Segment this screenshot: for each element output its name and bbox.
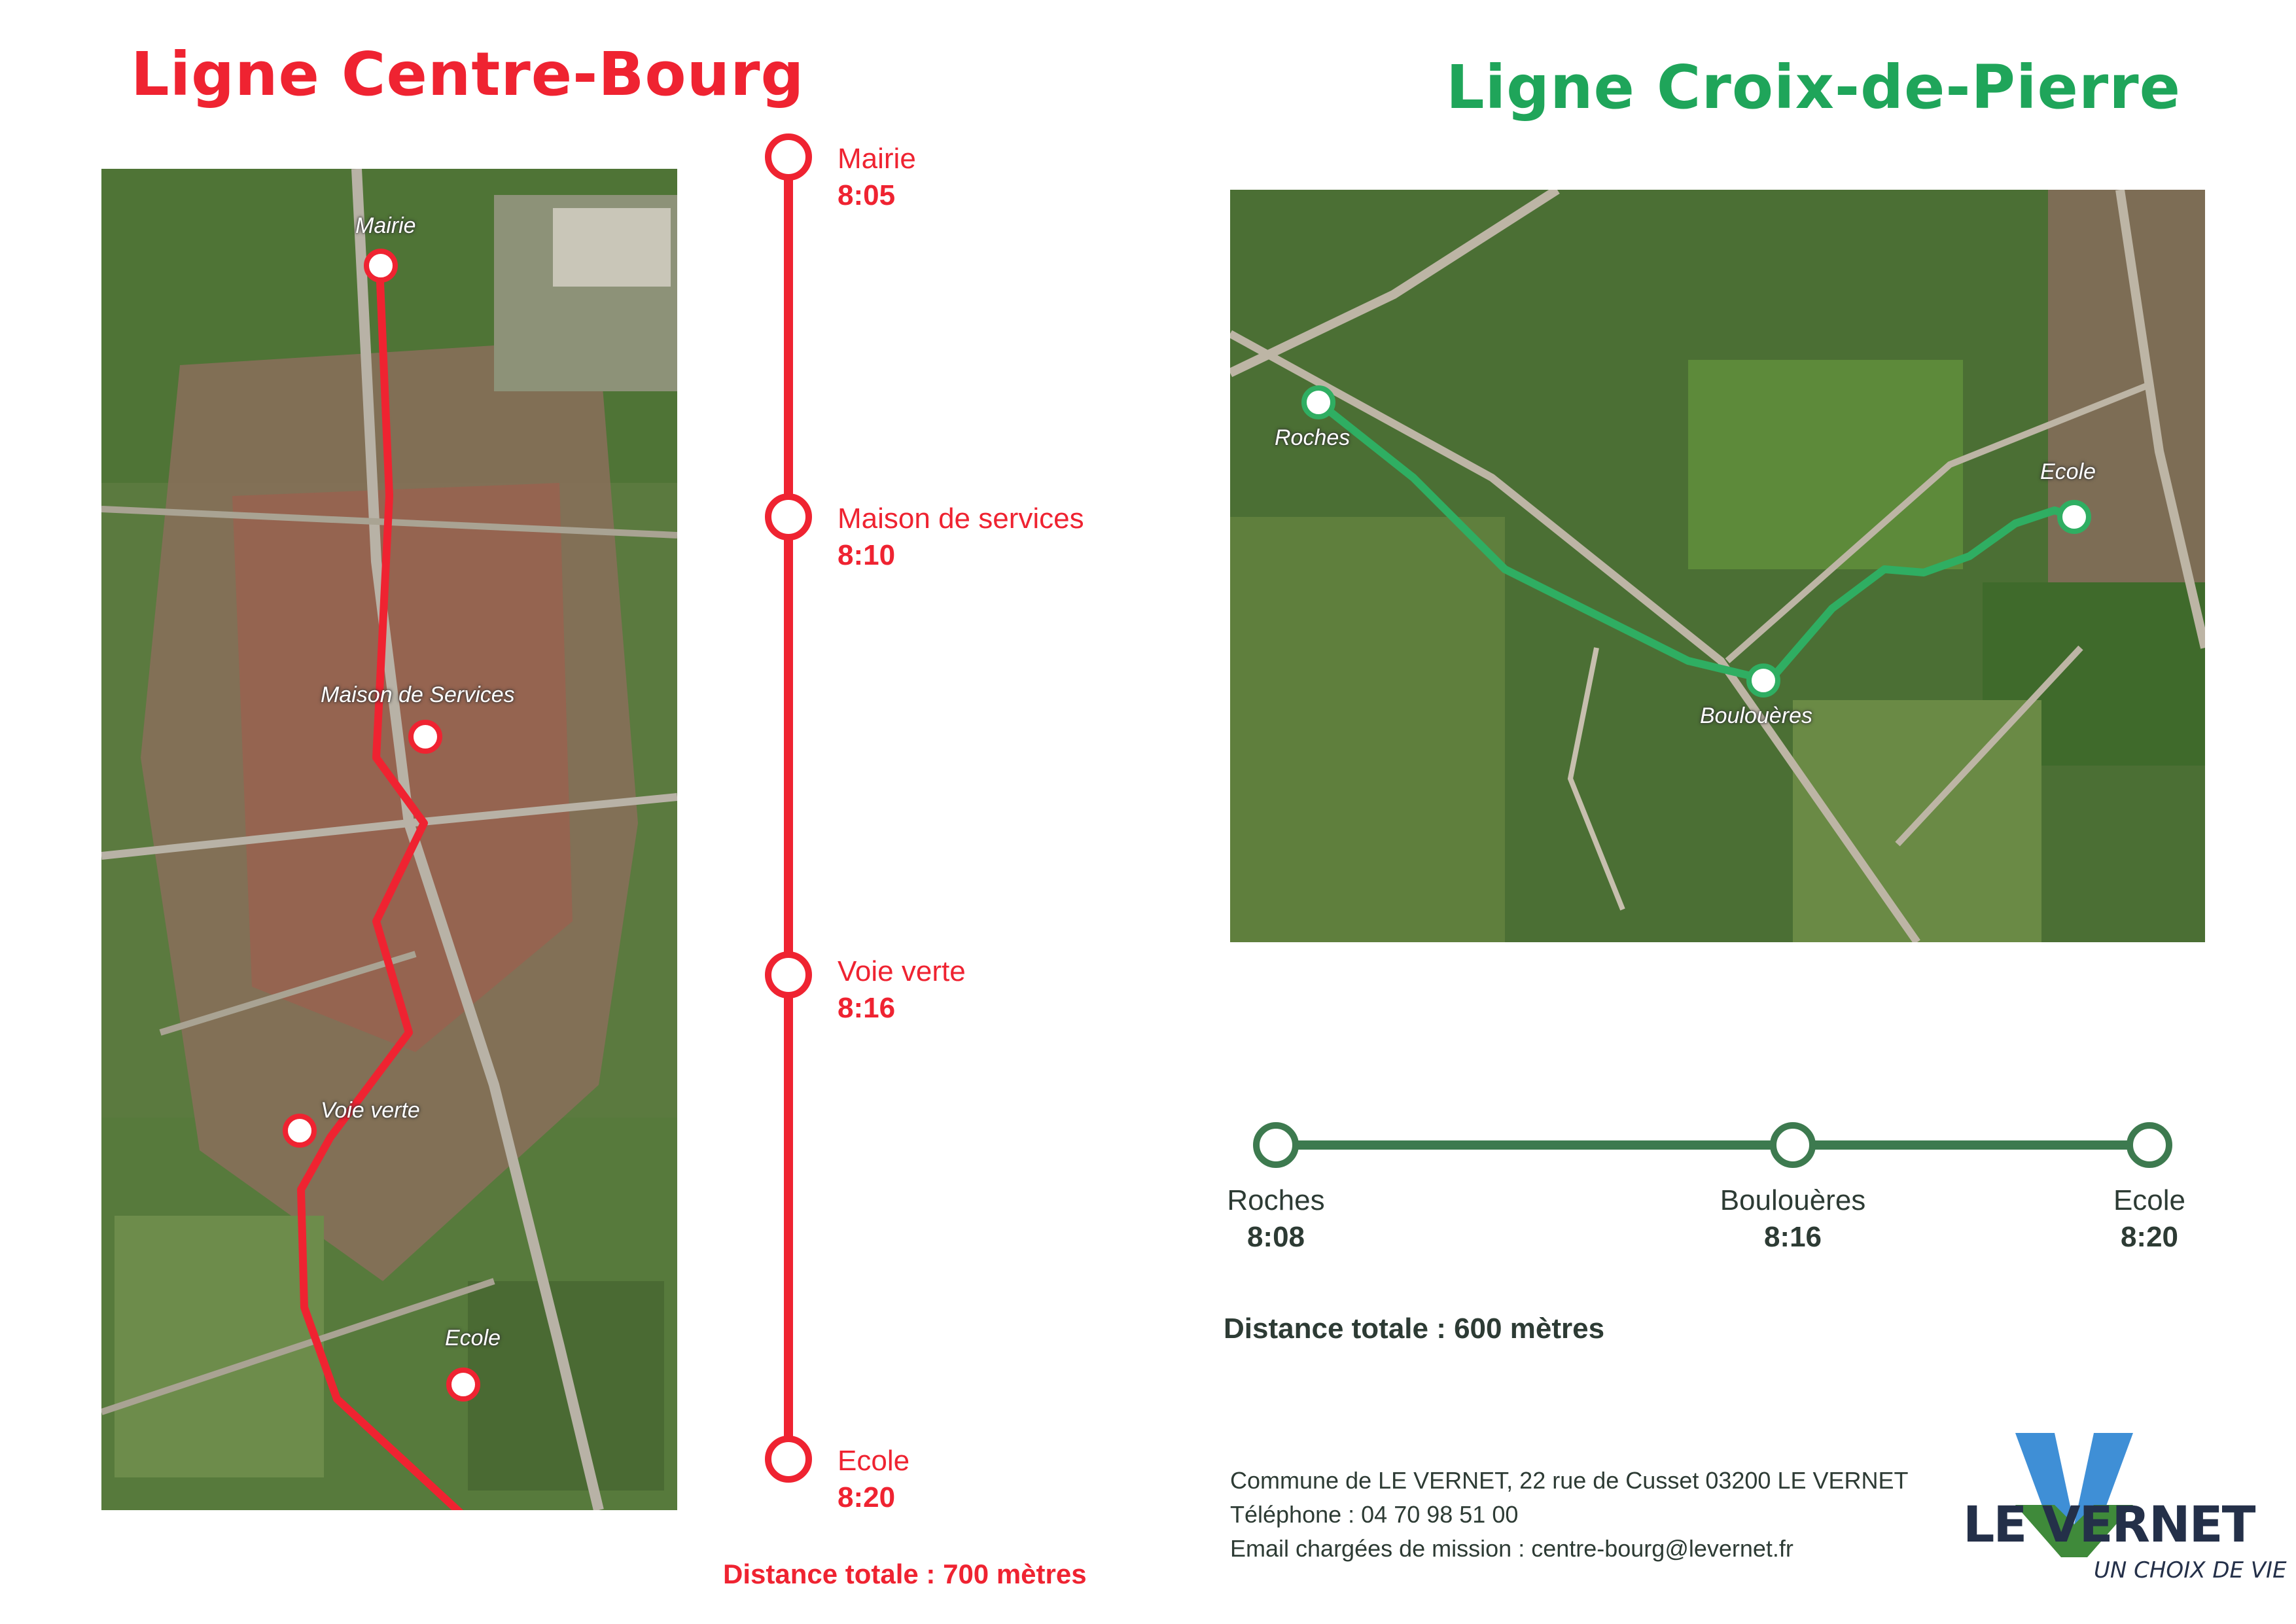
right-map-svg xyxy=(1230,190,2205,942)
map-stop-maison xyxy=(408,720,442,754)
left-line-title: Ligne Centre-Bourg xyxy=(131,39,805,109)
left-total-distance: Distance totale : 700 mètres xyxy=(723,1559,1087,1589)
stop-name: Roches xyxy=(1227,1184,1325,1216)
right-stop-1: Roches 8:08 xyxy=(1178,1184,1374,1254)
map-stop-roches xyxy=(1301,385,1335,419)
stop-name: Maison de services xyxy=(838,503,1084,535)
right-line-title: Ligne Croix-de-Pierre xyxy=(1446,52,2181,122)
route-stop-maison xyxy=(765,493,812,540)
logo-main-text: LE VERNET xyxy=(1963,1495,2255,1553)
stop-time: 8:16 xyxy=(838,992,896,1024)
map-stop-boulouères xyxy=(1746,663,1780,697)
contact-address: Commune de LE VERNET, 22 rue de Cusset 0… xyxy=(1230,1467,1909,1494)
map-label-roches: Roches xyxy=(1275,425,1351,450)
left-stop-4: Ecole 8:20 xyxy=(838,1445,910,1514)
left-map-svg xyxy=(101,169,677,1510)
left-aerial-map: Mairie Maison de Services Voie verte Eco… xyxy=(101,169,677,1510)
stop-time: 8:20 xyxy=(2120,1221,2179,1253)
route-stop-mairie xyxy=(765,133,812,181)
map-label-boulouères: Boulouères xyxy=(1700,703,1813,728)
stop-name: Ecole xyxy=(2113,1184,2186,1216)
stop-name: Voie verte xyxy=(838,955,966,987)
right-total-distance: Distance totale : 600 mètres xyxy=(1224,1313,1605,1345)
contact-info: Commune de LE VERNET, 22 rue de Cusset 0… xyxy=(1230,1467,1909,1562)
map-label-ecole-right: Ecole xyxy=(2040,459,2096,484)
le-vernet-logo: LE VERNET UN CHOIX DE VIE xyxy=(1963,1426,2287,1590)
route-stop-voie-verte xyxy=(765,951,812,998)
contact-email: Email chargées de mission : centre-bourg… xyxy=(1230,1535,1793,1562)
stop-name: Mairie xyxy=(838,143,916,175)
left-stop-1: Mairie 8:05 xyxy=(838,143,916,212)
contact-phone: Téléphone : 04 70 98 51 00 xyxy=(1230,1501,1519,1528)
map-label-maison: Maison de Services xyxy=(321,682,515,707)
right-route-diagram xyxy=(1253,1122,2172,1168)
stop-name: Boulouères xyxy=(1720,1184,1866,1216)
stop-time: 8:16 xyxy=(1763,1221,1822,1253)
route-stop-ecole xyxy=(765,1436,812,1483)
stop-time: 8:08 xyxy=(1246,1221,1305,1253)
route-stop-roches xyxy=(1253,1122,1299,1168)
right-aerial-map: Roches Boulouères Ecole xyxy=(1230,190,2205,942)
logo-v-shape xyxy=(2015,1433,2133,1557)
right-stop-2: Boulouères 8:16 xyxy=(1695,1184,1891,1254)
map-stop-mairie xyxy=(364,249,398,283)
map-stop-ecole-right xyxy=(2057,500,2091,534)
stop-time: 8:10 xyxy=(838,539,896,571)
map-stop-ecole xyxy=(446,1368,480,1402)
map-label-ecole: Ecole xyxy=(445,1326,501,1350)
map-stop-voie-verte xyxy=(283,1114,317,1148)
map-label-voie-verte: Voie verte xyxy=(321,1098,420,1123)
route-stop-ecole-right xyxy=(2127,1122,2172,1168)
left-stop-3: Voie verte 8:16 xyxy=(838,955,966,1025)
right-stop-3: Ecole 8:20 xyxy=(2051,1184,2248,1254)
stop-time: 8:20 xyxy=(838,1481,896,1513)
left-route-diagram xyxy=(765,133,812,1483)
stop-time: 8:05 xyxy=(838,179,896,211)
route-stop-boulouères xyxy=(1770,1122,1816,1168)
stop-name: Ecole xyxy=(838,1445,910,1477)
logo-tagline: UN CHOIX DE VIE xyxy=(2094,1557,2287,1583)
map-label-mairie: Mairie xyxy=(355,213,416,238)
left-stop-2: Maison de services 8:10 xyxy=(838,503,1084,572)
